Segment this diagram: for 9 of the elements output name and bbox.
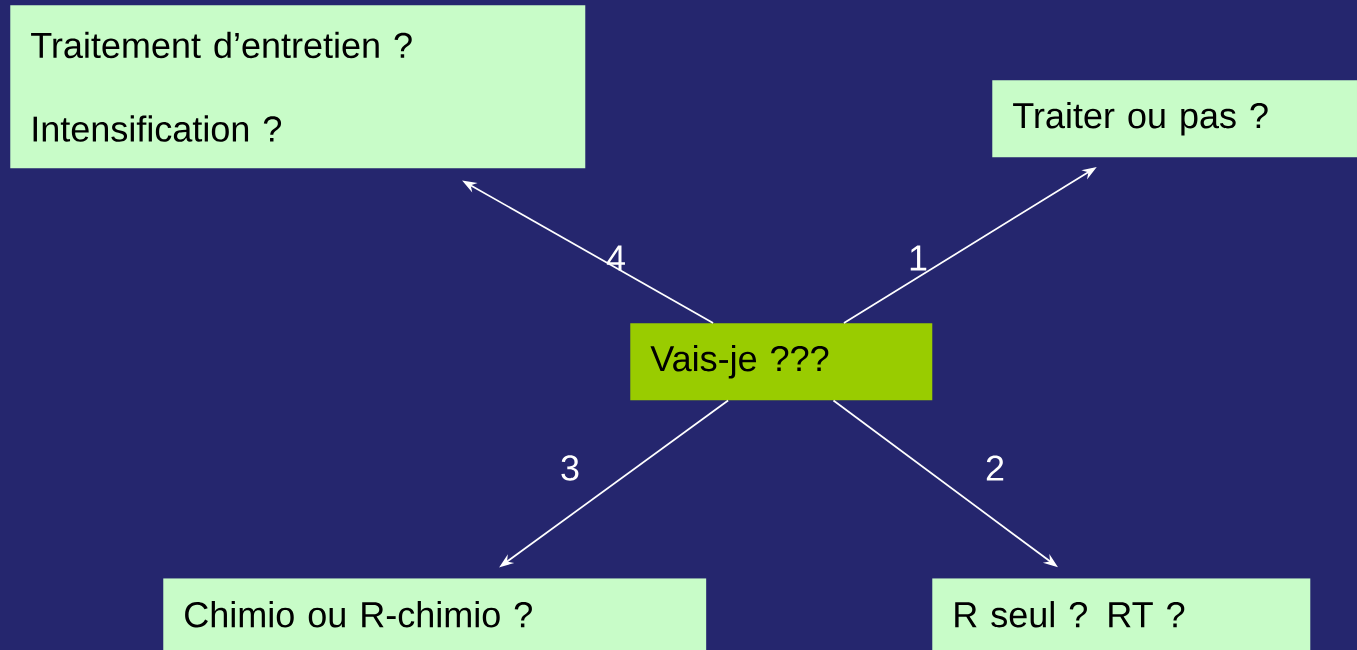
edge-label: 3 bbox=[561, 455, 579, 481]
question-box: Traitement d’entretien ? Intensification ? bbox=[10, 5, 586, 169]
question-box: Chimio ou R-chimio ? bbox=[163, 578, 707, 650]
question-box: Vais-je ??? bbox=[630, 323, 933, 401]
edge-label: 1 bbox=[910, 245, 927, 271]
question-box: R seul ? RT ? bbox=[932, 578, 1311, 650]
edge-label: 4 bbox=[606, 245, 625, 271]
question-box: Traiter ou pas ? bbox=[992, 80, 1357, 158]
edge-label: 2 bbox=[986, 455, 1004, 481]
